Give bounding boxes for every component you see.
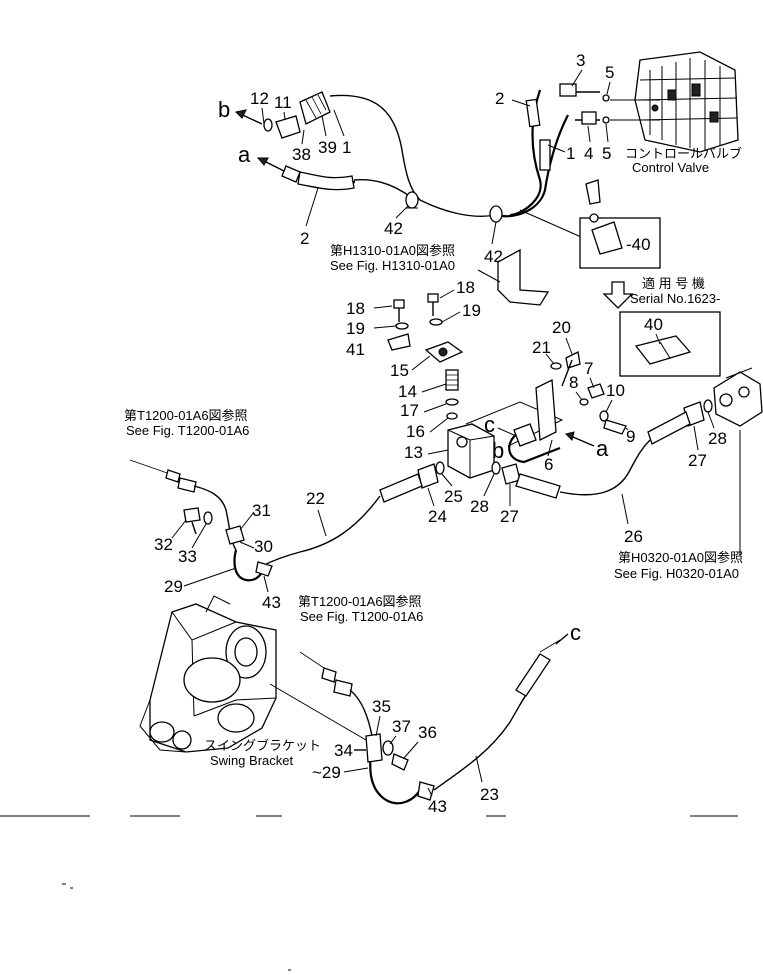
part-19-right: 19	[462, 301, 481, 320]
letter-a-top: a	[238, 142, 251, 167]
part-28-mid: 28	[470, 497, 489, 516]
part-27-mid: 27	[500, 507, 519, 526]
ref-h1310-jp: 第H1310-01A0図参照	[330, 243, 455, 258]
part-36: 36	[418, 723, 437, 742]
part-5-lower: 5	[602, 144, 611, 163]
part-43-left: 43	[262, 593, 281, 612]
ref-t1200-left-en: See Fig. T1200-01A6	[126, 423, 249, 438]
ref-t1200-mid-en: See Fig. T1200-01A6	[300, 609, 423, 624]
part-40-bottom: 40	[644, 315, 663, 334]
part-41: 41	[346, 340, 365, 359]
control-valve	[634, 51, 739, 153]
part-13: 13	[404, 443, 423, 462]
swing-bracket	[139, 595, 277, 753]
part-43-bottom: 43	[428, 797, 447, 816]
ref-h1310-en: See Fig. H1310-01A0	[330, 258, 455, 273]
part-26: 26	[624, 527, 643, 546]
part-14: 14	[398, 382, 417, 401]
part-5-upper: 5	[605, 63, 614, 82]
letter-c-mid: c	[484, 412, 495, 437]
part-23: 23	[480, 785, 499, 804]
part-4: 4	[584, 144, 593, 163]
ref-t1200-left-jp: 第T1200-01A6図参照	[124, 408, 248, 423]
part-24: 24	[428, 507, 447, 526]
part-42-left: 42	[384, 219, 403, 238]
part-1-left: 1	[342, 138, 351, 157]
ref-h0320-jp: 第H0320-01A0図参照	[618, 550, 743, 565]
swing-bracket-label-en: Swing Bracket	[210, 753, 293, 768]
part-11: 11	[274, 93, 292, 112]
part-20: 20	[552, 318, 571, 337]
bolt-18-right	[427, 293, 439, 316]
part-28-right: 28	[708, 429, 727, 448]
letter-b-mid: b	[492, 438, 504, 463]
part-27-right: 27	[688, 451, 707, 470]
swing-bracket-label-jp: スイングブラケット	[204, 738, 321, 753]
bolt-18-left	[393, 299, 405, 322]
part-37: 37	[392, 717, 411, 736]
letter-b-top: b	[218, 97, 230, 122]
part-2-upper: 2	[495, 89, 504, 108]
part-3: 3	[576, 51, 585, 70]
part-38: 38	[292, 145, 311, 164]
serial-label-en: Serial No.1623-	[630, 291, 720, 306]
part-8: 8	[569, 373, 578, 392]
control-valve-label-en: Control Valve	[632, 160, 709, 175]
part-32: 32	[154, 535, 173, 554]
part-29-bottom: ~29	[312, 763, 341, 782]
ref-t1200-mid-jp: 第T1200-01A6図参照	[298, 594, 422, 609]
clamp-42-left	[405, 191, 419, 209]
part-33: 33	[178, 547, 197, 566]
arrow-down-icon	[602, 281, 634, 309]
part-15: 15	[390, 361, 409, 380]
clamp-42-right	[489, 205, 503, 223]
right-component	[713, 371, 763, 427]
part-7: 7	[584, 359, 593, 378]
part-30: 30	[254, 537, 273, 556]
part-22: 22	[306, 489, 325, 508]
part-19-left: 19	[346, 319, 365, 338]
part-12: 12	[250, 89, 269, 108]
part-35: 35	[372, 697, 391, 716]
ref-h0320-en: See Fig. H0320-01A0	[614, 566, 739, 581]
part-6: 6	[544, 455, 553, 474]
control-valve-label-jp: コントロールバルブ	[625, 146, 742, 161]
part-40-top: -40	[626, 235, 651, 254]
part-31: 31	[252, 501, 271, 520]
part-25: 25	[444, 487, 463, 506]
part-16: 16	[406, 422, 425, 441]
letter-a-mid: a	[596, 436, 609, 461]
part-39: 39	[318, 138, 337, 157]
serial-label-jp: 適 用 号 機	[642, 276, 705, 291]
part-29-left: 29	[164, 577, 183, 596]
part-10: 10	[606, 381, 625, 400]
letter-c-bottom: c	[570, 620, 581, 645]
part-21: 21	[532, 338, 551, 357]
part-9: 9	[626, 427, 635, 446]
part-17: 17	[400, 401, 419, 420]
part-18-right: 18	[456, 278, 475, 297]
part-2-left: 2	[300, 229, 309, 248]
part-1-right: 1	[566, 144, 575, 163]
part-18-left: 18	[346, 299, 365, 318]
part-34: 34	[334, 741, 353, 760]
